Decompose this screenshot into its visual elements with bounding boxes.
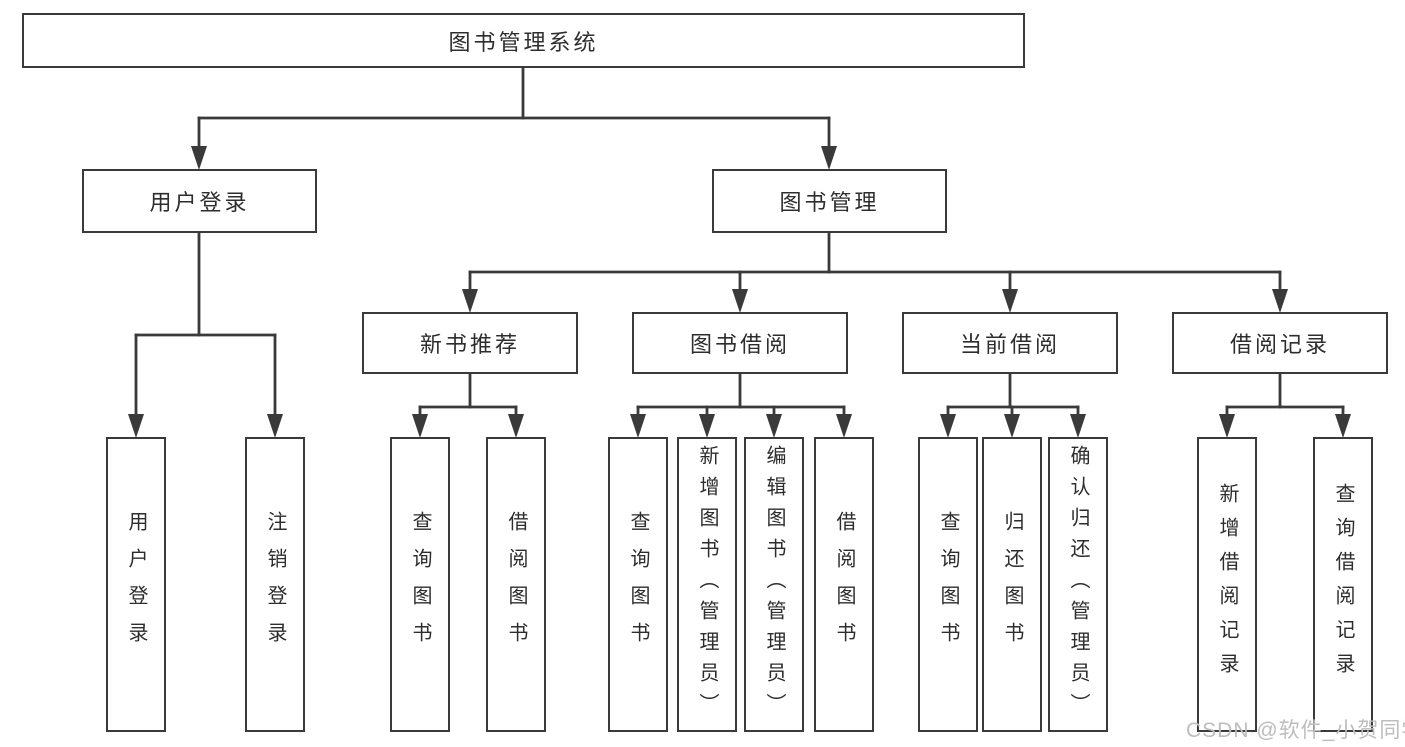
node-leaf-edit-book-admin: 编辑图书（管理员） [744,437,804,732]
node-leaf-query-book-2: 查询图书 [608,437,668,732]
node-system: 图书管理系统 [22,13,1025,68]
node-leaf-return-book: 归还图书 [982,437,1042,732]
node-leaf-confirm-return-admin: 确认归还（管理员） [1048,437,1108,732]
watermark: CSDN @软件_小贺同学 [1186,719,1405,742]
node-leaf-add-book-admin: 新增图书（管理员） [677,437,737,732]
node-user-login: 用户登录 [82,169,317,233]
node-leaf-query-borrow-record: 查询借阅记录 [1313,437,1373,732]
node-book-borrowing: 图书借阅 [632,312,848,374]
node-leaf-borrow-book-2: 借阅图书 [814,437,874,732]
node-new-book-recommend: 新书推荐 [362,312,578,374]
node-leaf-borrow-book-1: 借阅图书 [486,437,546,732]
node-current-borrowing: 当前借阅 [902,312,1118,374]
node-leaf-user-login: 用户登录 [106,437,166,732]
node-book-management: 图书管理 [712,169,947,233]
node-leaf-logout: 注销登录 [245,437,305,732]
node-leaf-query-book-1: 查询图书 [390,437,450,732]
node-borrowing-records: 借阅记录 [1172,312,1388,374]
node-leaf-add-borrow-record: 新增借阅记录 [1197,437,1257,732]
node-leaf-query-book-3: 查询图书 [918,437,978,732]
